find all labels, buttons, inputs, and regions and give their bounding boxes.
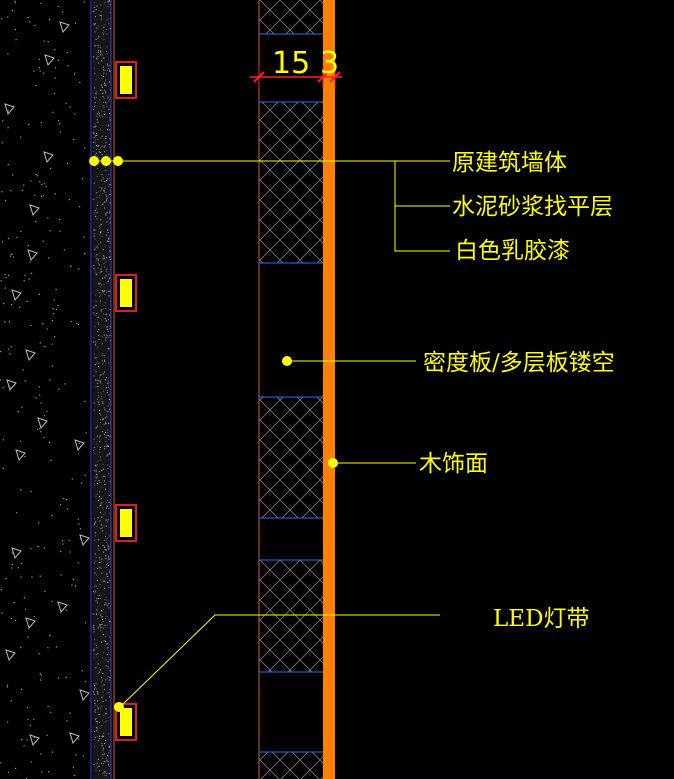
led-strip-upper <box>115 274 137 312</box>
mdf-panel-edges <box>259 33 323 753</box>
building-wall <box>0 0 90 779</box>
led-strip-lower <box>115 504 137 542</box>
label-building-wall: 原建筑墙体 <box>452 150 567 176</box>
label-latex-paint: 白色乳胶漆 <box>455 238 570 264</box>
leader-dots <box>89 156 338 712</box>
dimension-wood-thickness: 3 <box>320 46 339 81</box>
mortar-texture <box>93 0 111 777</box>
led-strip-bottom <box>115 703 137 741</box>
led-strip-top <box>115 61 137 99</box>
dimension-line <box>250 66 342 88</box>
wood-face-layer <box>323 0 335 779</box>
label-wood-face: 木饰面 <box>419 451 488 477</box>
label-led-strip: LED灯带 <box>493 606 590 632</box>
dimension-mdf-thickness: 15 <box>272 46 310 81</box>
leader-lines <box>93 160 450 708</box>
label-mdf-panel: 密度板/多层板镂空 <box>423 350 615 376</box>
mdf-panel-blocks <box>259 0 323 779</box>
label-mortar-layer: 水泥砂浆找平层 <box>452 194 613 220</box>
